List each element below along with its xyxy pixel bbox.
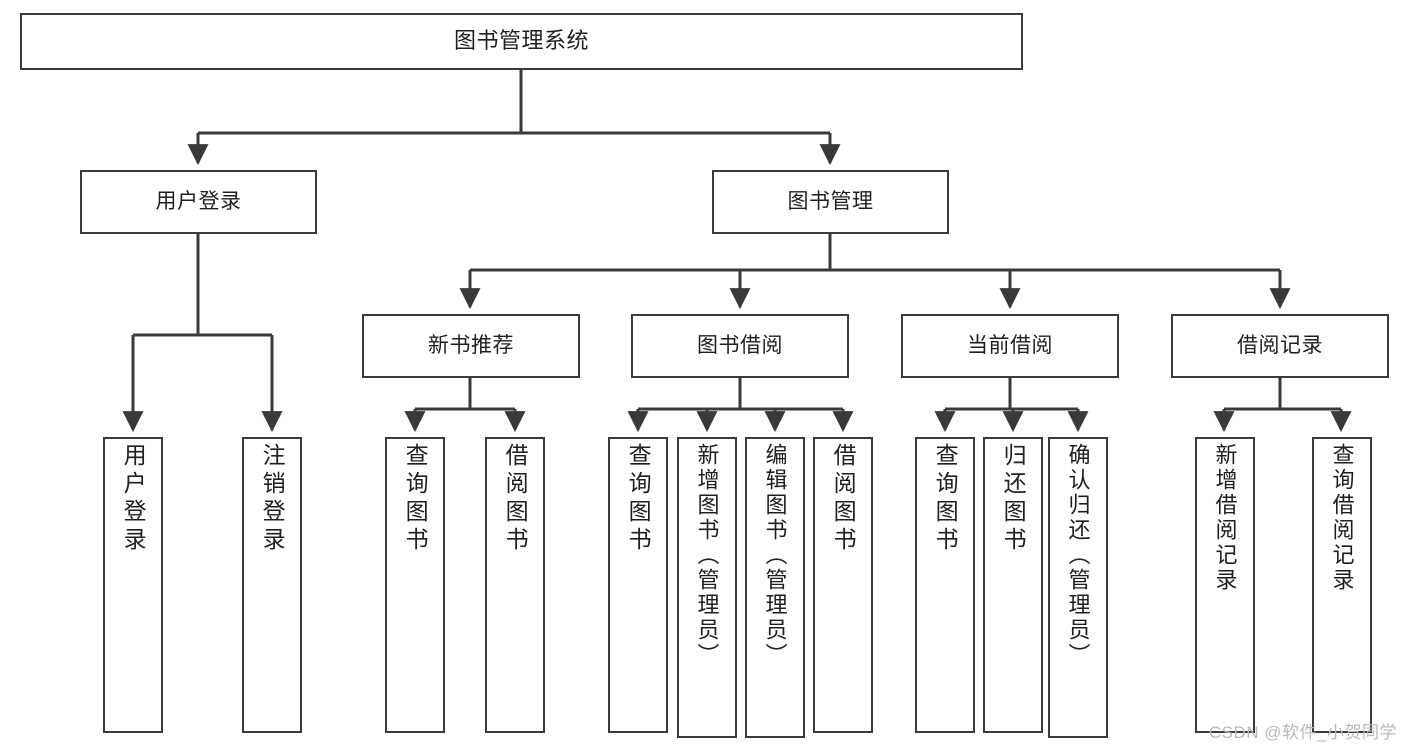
- node-label: 新书推荐: [428, 334, 514, 358]
- watermark-text: CSDN @软件_小贺同学: [1208, 723, 1397, 742]
- leaf-current-query-book[interactable]: 查询图书: [915, 437, 975, 733]
- leaf-recommend-query-book[interactable]: 查询图书: [385, 437, 445, 733]
- node-root-system[interactable]: 图书管理系统: [20, 13, 1023, 70]
- node-book-borrow[interactable]: 图书借阅: [631, 314, 849, 378]
- node-borrow-record[interactable]: 借阅记录: [1171, 314, 1389, 378]
- node-label: 新增图书（管理员）: [694, 443, 720, 668]
- node-label: 用户登录: [120, 443, 147, 555]
- leaf-edit-book-admin[interactable]: 编辑图书（管理员）: [745, 437, 805, 738]
- leaf-query-borrow-record[interactable]: 查询借阅记录: [1312, 437, 1372, 733]
- leaf-add-borrow-record[interactable]: 新增借阅记录: [1195, 437, 1255, 733]
- node-label: 图书借阅: [697, 334, 783, 358]
- node-label: 查询图书: [932, 443, 959, 555]
- node-label: 查询图书: [402, 443, 429, 555]
- leaf-confirm-return-admin[interactable]: 确认归还（管理员）: [1048, 437, 1108, 738]
- node-label: 查询图书: [625, 443, 652, 555]
- leaf-borrow-query-book[interactable]: 查询图书: [608, 437, 668, 733]
- node-label: 当前借阅: [967, 334, 1053, 358]
- node-user-login[interactable]: 用户登录: [80, 170, 317, 234]
- leaf-borrow-borrow-book[interactable]: 借阅图书: [813, 437, 873, 733]
- leaf-return-book[interactable]: 归还图书: [983, 437, 1043, 733]
- node-current-borrow[interactable]: 当前借阅: [901, 314, 1119, 378]
- node-label: 归还图书: [1000, 443, 1027, 555]
- node-book-management[interactable]: 图书管理: [712, 170, 949, 234]
- leaf-logout[interactable]: 注销登录: [242, 437, 302, 733]
- node-label: 图书管理: [787, 190, 874, 214]
- node-label: 借阅图书: [502, 443, 529, 555]
- node-label: 编辑图书（管理员）: [762, 443, 788, 668]
- node-label: 借阅图书: [830, 443, 857, 555]
- leaf-add-book-admin[interactable]: 新增图书（管理员）: [677, 437, 737, 738]
- node-label: 借阅记录: [1237, 334, 1323, 358]
- node-label: 用户登录: [155, 190, 242, 214]
- leaf-user-login[interactable]: 用户登录: [103, 437, 163, 733]
- leaf-recommend-borrow-book[interactable]: 借阅图书: [485, 437, 545, 733]
- node-label: 图书管理系统: [453, 28, 589, 54]
- node-label: 确认归还（管理员）: [1065, 443, 1091, 668]
- node-label: 新增借阅记录: [1212, 443, 1238, 593]
- node-label: 注销登录: [259, 443, 286, 555]
- node-label: 查询借阅记录: [1329, 443, 1355, 593]
- node-new-book-recommend[interactable]: 新书推荐: [362, 314, 580, 378]
